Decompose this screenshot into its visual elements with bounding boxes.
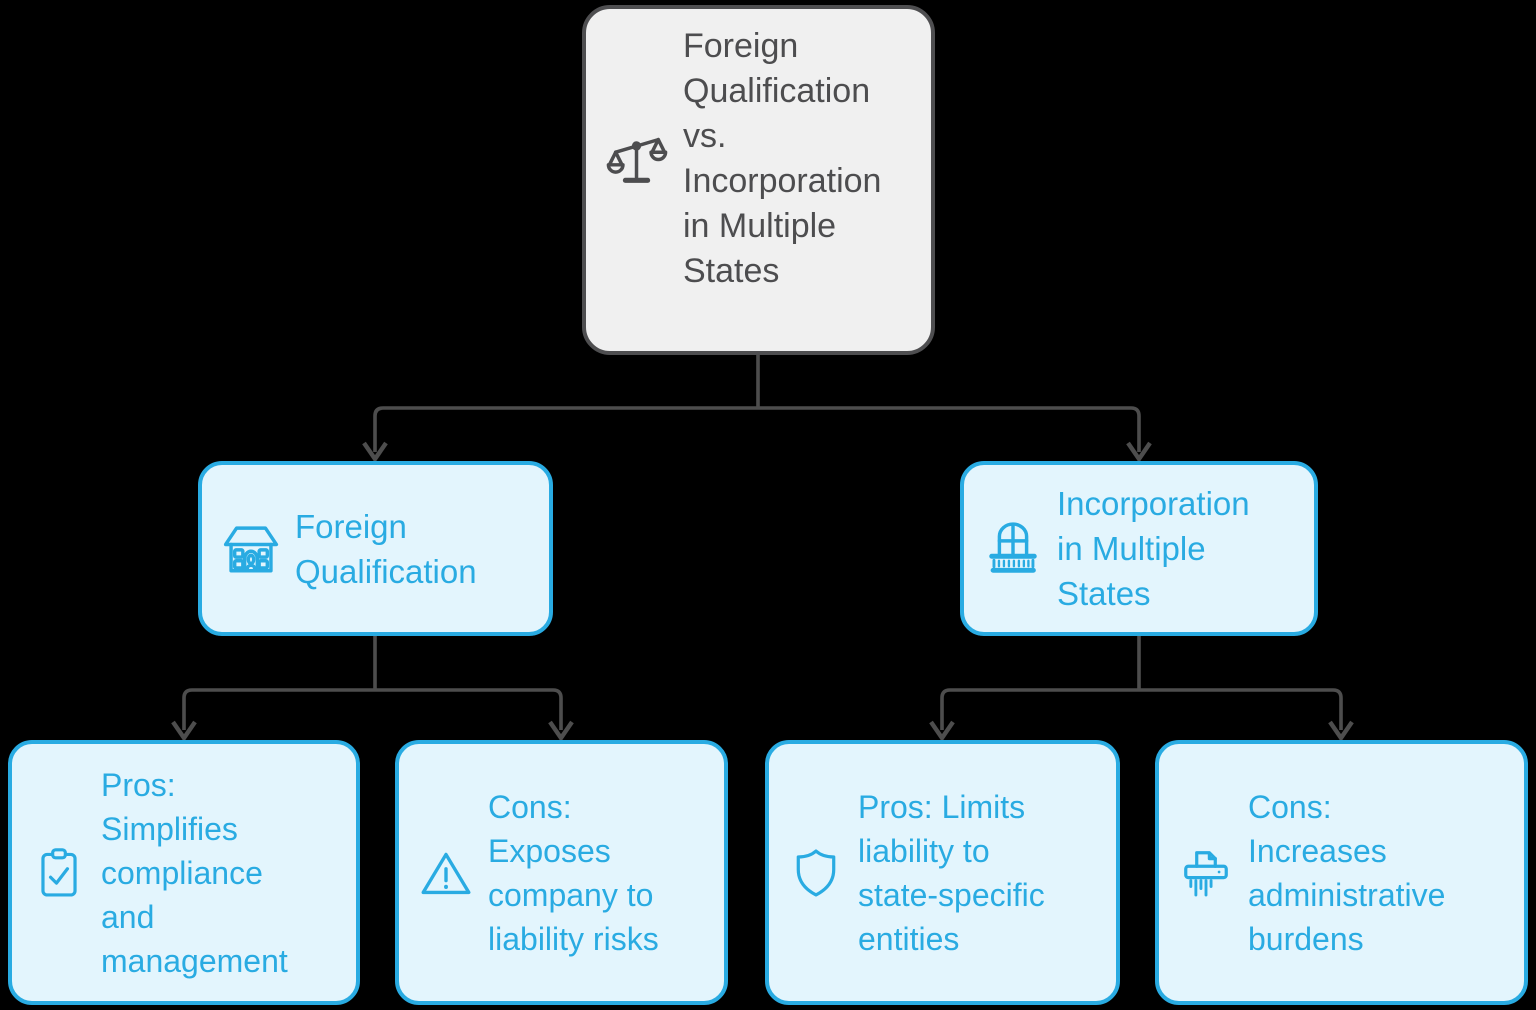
node-fq-pros: Pros: Simplifies compliance and manageme… [8, 740, 360, 1005]
edge-root-branch [373, 406, 1141, 452]
node-root-label: Foreign Qualification vs. Incorporation … [683, 27, 882, 290]
arrowhead-fq-pros [171, 720, 197, 742]
scales-icon [606, 128, 668, 190]
edge-ims-branch [940, 688, 1343, 730]
node-ims-cons: Cons: Increases administrative burdens [1155, 740, 1528, 1005]
node-root-comparison: Foreign Qualification vs. Incorporation … [582, 5, 935, 355]
node-incorporation-multiple-states-label: Incorporation in Multiple States [1057, 485, 1250, 612]
warning-triangle-icon [419, 846, 473, 900]
clipboard-check-icon [32, 846, 86, 900]
arrowhead-incorporation [1126, 441, 1152, 463]
node-incorporation-multiple-states: Incorporation in Multiple States [960, 461, 1318, 636]
edge-fq-branch [182, 688, 563, 730]
school-building-icon [222, 520, 280, 578]
node-ims-cons-label: Cons: Increases administrative burdens [1248, 788, 1446, 957]
node-ims-pros-label: Pros: Limits liability to state-specific… [858, 788, 1045, 957]
node-fq-cons-label: Cons: Exposes company to liability risks [488, 788, 659, 957]
node-fq-cons: Cons: Exposes company to liability risks [395, 740, 728, 1005]
capitol-dome-icon [984, 520, 1042, 578]
arrowhead-ims-cons [1328, 720, 1354, 742]
arrowhead-ims-pros [929, 720, 955, 742]
node-fq-pros-label: Pros: Simplifies compliance and manageme… [101, 766, 288, 979]
arrowhead-fq-cons [548, 720, 574, 742]
arrowhead-foreign-qualification [362, 441, 388, 463]
node-ims-pros: Pros: Limits liability to state-specific… [765, 740, 1120, 1005]
node-foreign-qualification-label: Foreign Qualification [295, 507, 477, 590]
node-foreign-qualification: Foreign Qualification [198, 461, 553, 636]
shield-icon [789, 846, 843, 900]
shredder-icon [1179, 846, 1233, 900]
